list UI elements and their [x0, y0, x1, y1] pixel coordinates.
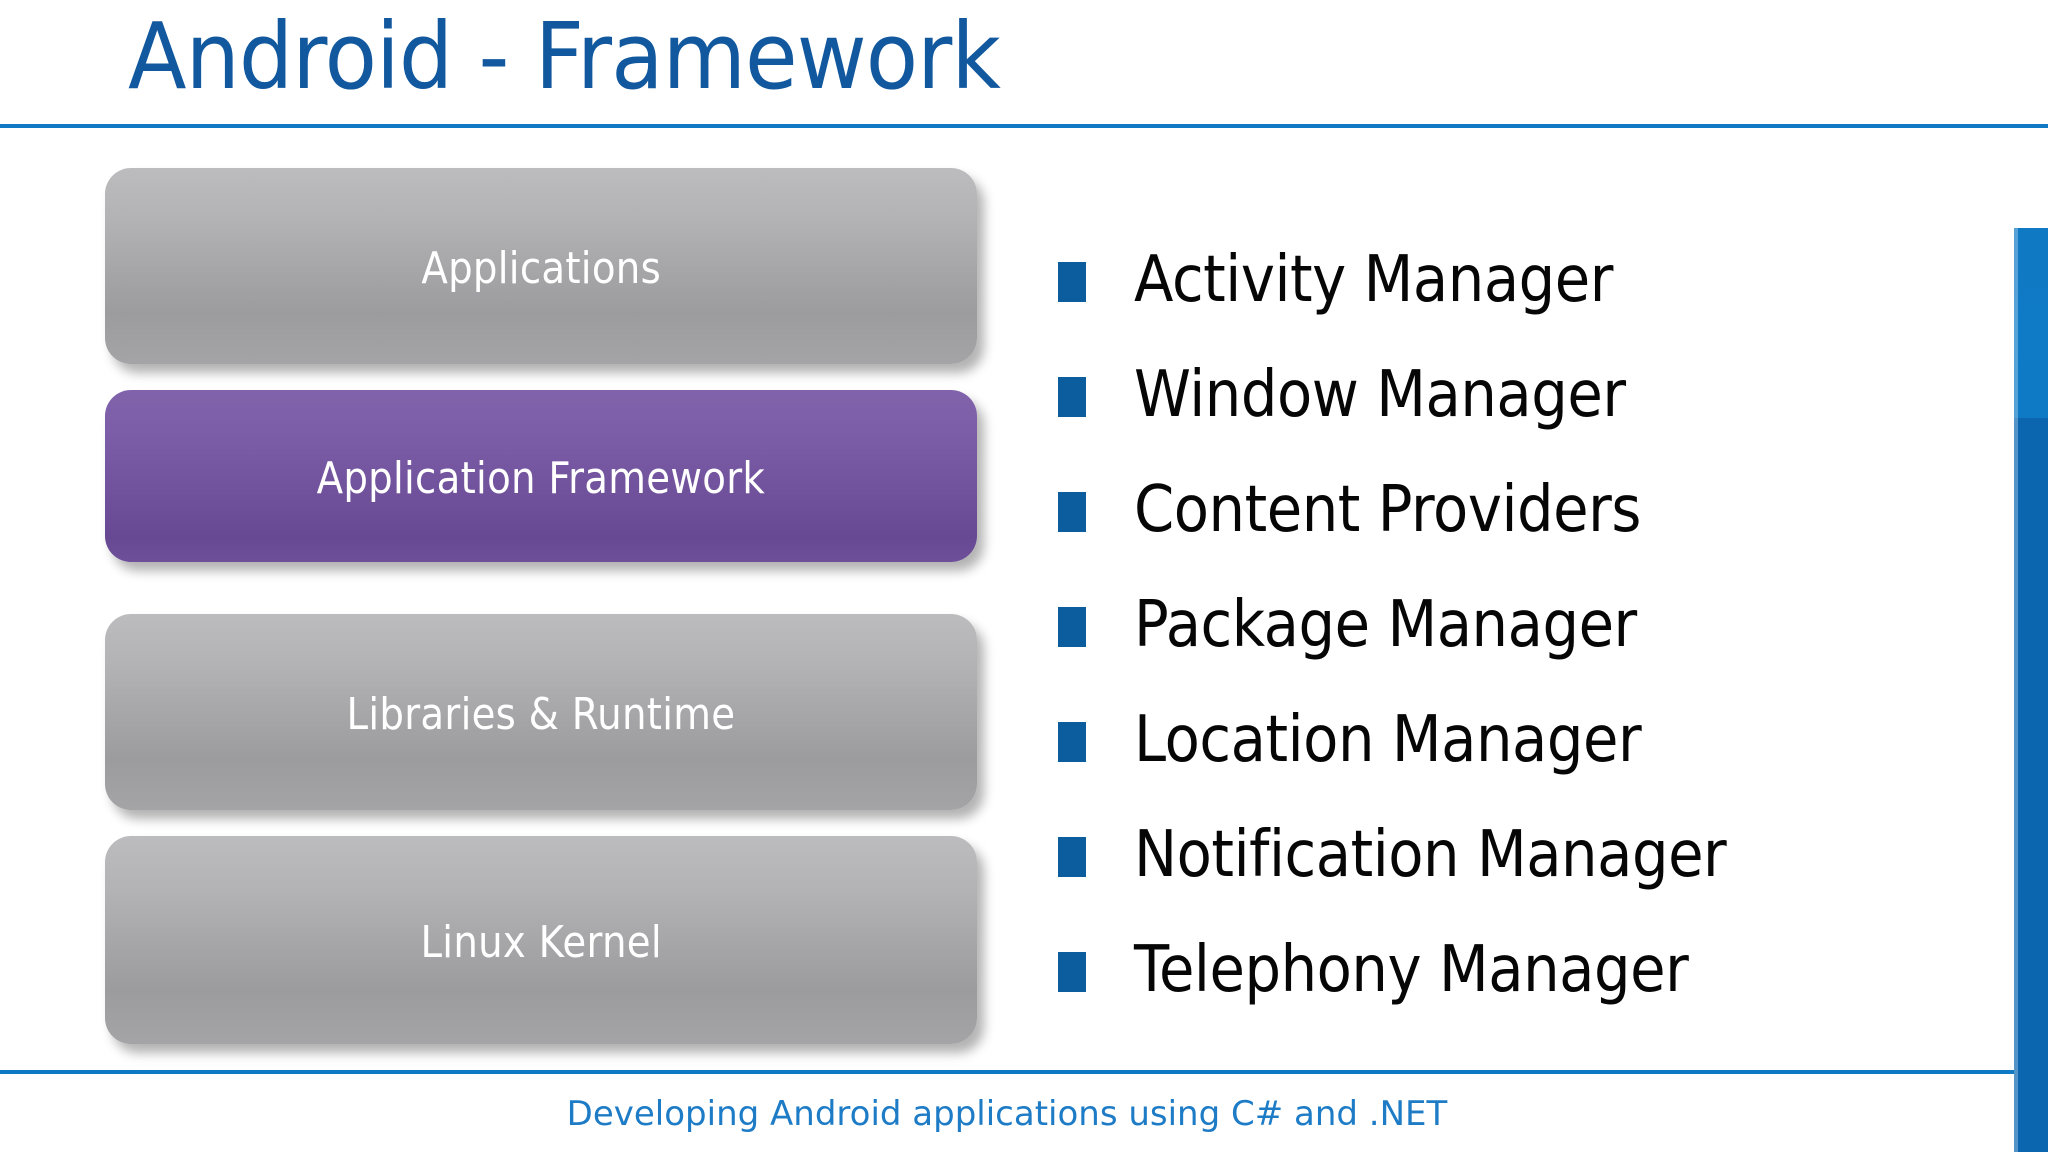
list-item: Activity Manager [1058, 222, 1958, 337]
accent-bar-highlight [2014, 228, 2018, 1152]
list-item: Notification Manager [1058, 797, 1958, 912]
layer-box-label: Applications [421, 242, 661, 294]
layer-box-libraries-runtime[interactable]: Libraries & Runtime [105, 614, 977, 810]
square-bullet-icon [1058, 606, 1086, 647]
list-item: Location Manager [1058, 682, 1958, 797]
square-bullet-icon [1058, 951, 1086, 992]
list-item: Window Manager [1058, 337, 1958, 452]
layer-box-label: Linux Kernel [420, 916, 662, 968]
list-item-label: Location Manager [1134, 702, 1642, 777]
accent-bar-bottom-segment [2014, 418, 2048, 1152]
right-edge-accent-bar [2014, 228, 2048, 1152]
square-bullet-icon [1058, 836, 1086, 877]
page-title: Android - Framework [128, 3, 1001, 110]
layer-box-application-framework[interactable]: Application Framework [105, 390, 977, 562]
square-bullet-icon [1058, 376, 1086, 417]
accent-bar-top-segment [2014, 228, 2048, 418]
footer-text: Developing Android applications using C#… [566, 1094, 1448, 1134]
title-divider-line [0, 124, 2048, 128]
list-item-label: Content Providers [1134, 472, 1641, 547]
list-item: Package Manager [1058, 567, 1958, 682]
layer-box-label: Libraries & Runtime [346, 688, 736, 740]
list-item-label: Package Manager [1134, 587, 1637, 662]
list-item: Telephony Manager [1058, 912, 1958, 1027]
android-architecture-stack: Applications Application Framework Libra… [105, 168, 977, 1044]
list-item-label: Window Manager [1134, 357, 1626, 432]
list-item: Content Providers [1058, 452, 1958, 567]
list-item-label: Telephony Manager [1134, 932, 1689, 1007]
layer-box-linux-kernel[interactable]: Linux Kernel [105, 836, 977, 1044]
footer-divider-line [0, 1070, 2014, 1074]
framework-services-list: Activity Manager Window Manager Content … [1058, 222, 1958, 1027]
square-bullet-icon [1058, 491, 1086, 532]
list-item-label: Activity Manager [1134, 242, 1613, 317]
layer-box-label: Application Framework [316, 452, 766, 504]
square-bullet-icon [1058, 261, 1086, 302]
list-item-label: Notification Manager [1134, 817, 1727, 892]
square-bullet-icon [1058, 721, 1086, 762]
layer-box-applications[interactable]: Applications [105, 168, 977, 364]
